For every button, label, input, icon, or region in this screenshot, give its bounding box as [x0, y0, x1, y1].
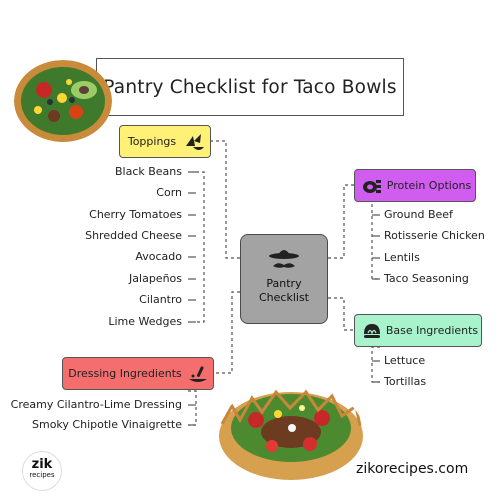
- list-item: Ground Beef: [384, 208, 453, 221]
- category-toppings: Toppings: [119, 125, 211, 158]
- center-label-line2: Checklist: [259, 291, 309, 304]
- protein-to-center: [328, 184, 354, 259]
- zikorecipes-logo: zik recipes: [22, 451, 62, 491]
- list-item: Lettuce: [384, 354, 426, 367]
- dressing-ingredients-label: Dressing Ingredients: [68, 367, 182, 380]
- list-item: Black Beans: [114, 165, 182, 178]
- center-node: Pantry Checklist: [240, 234, 328, 324]
- list-item: Cherry Tomatoes: [89, 208, 182, 221]
- list-item: Rotisserie Chicken: [384, 229, 485, 242]
- toppings-to-center: [210, 140, 240, 259]
- page-title: Pantry Checklist for Taco Bowls: [103, 76, 397, 98]
- dressing-icon: [189, 365, 207, 382]
- website-url: zikorecipes.com: [356, 461, 469, 477]
- base-ingredients-label: Base Ingredients: [385, 324, 479, 337]
- nachos-icon: [186, 133, 204, 150]
- category-base-ingredients: Base Ingredients: [354, 314, 482, 347]
- category-dressing-ingredients: Dressing Ingredients: [62, 357, 214, 390]
- dressing-bracket: [188, 390, 197, 426]
- list-item: Smoky Chipotle Vinaigrette: [32, 418, 182, 431]
- list-item: Lentils: [384, 251, 420, 264]
- taco-bowl-photo-top: [14, 60, 112, 142]
- base-to-center: [328, 297, 354, 331]
- title-box: Pantry Checklist for Taco Bowls: [96, 58, 404, 116]
- lettuce-icon: [364, 323, 380, 338]
- center-label-line1: Pantry: [266, 277, 302, 290]
- taco-bowl-photo-bottom: [218, 384, 364, 482]
- toppings-label: Toppings: [127, 135, 177, 148]
- list-item: Taco Seasoning: [384, 272, 469, 285]
- list-item: Cilantro: [139, 293, 182, 306]
- list-item: Lime Wedges: [108, 315, 182, 328]
- toppings-bracket: [196, 171, 205, 323]
- logo-sub-text: recipes: [29, 471, 55, 479]
- list-item: Creamy Cilantro-Lime Dressing: [10, 398, 182, 411]
- dressing-to-center: [214, 291, 240, 374]
- list-item: Tortillas: [384, 375, 427, 388]
- base-bracket: [371, 346, 380, 383]
- protein-bracket: [371, 199, 380, 280]
- list-item: Jalapeños: [129, 272, 182, 285]
- meat-icon: [363, 179, 381, 193]
- sombrero-icon: [269, 250, 299, 268]
- category-protein-options: Protein Options: [354, 169, 476, 202]
- list-item: Avocado: [135, 250, 182, 263]
- list-item: Corn: [156, 186, 182, 199]
- protein-options-label: Protein Options: [386, 179, 472, 192]
- list-item: Shredded Cheese: [85, 229, 182, 242]
- logo-main-text: zik: [31, 457, 53, 472]
